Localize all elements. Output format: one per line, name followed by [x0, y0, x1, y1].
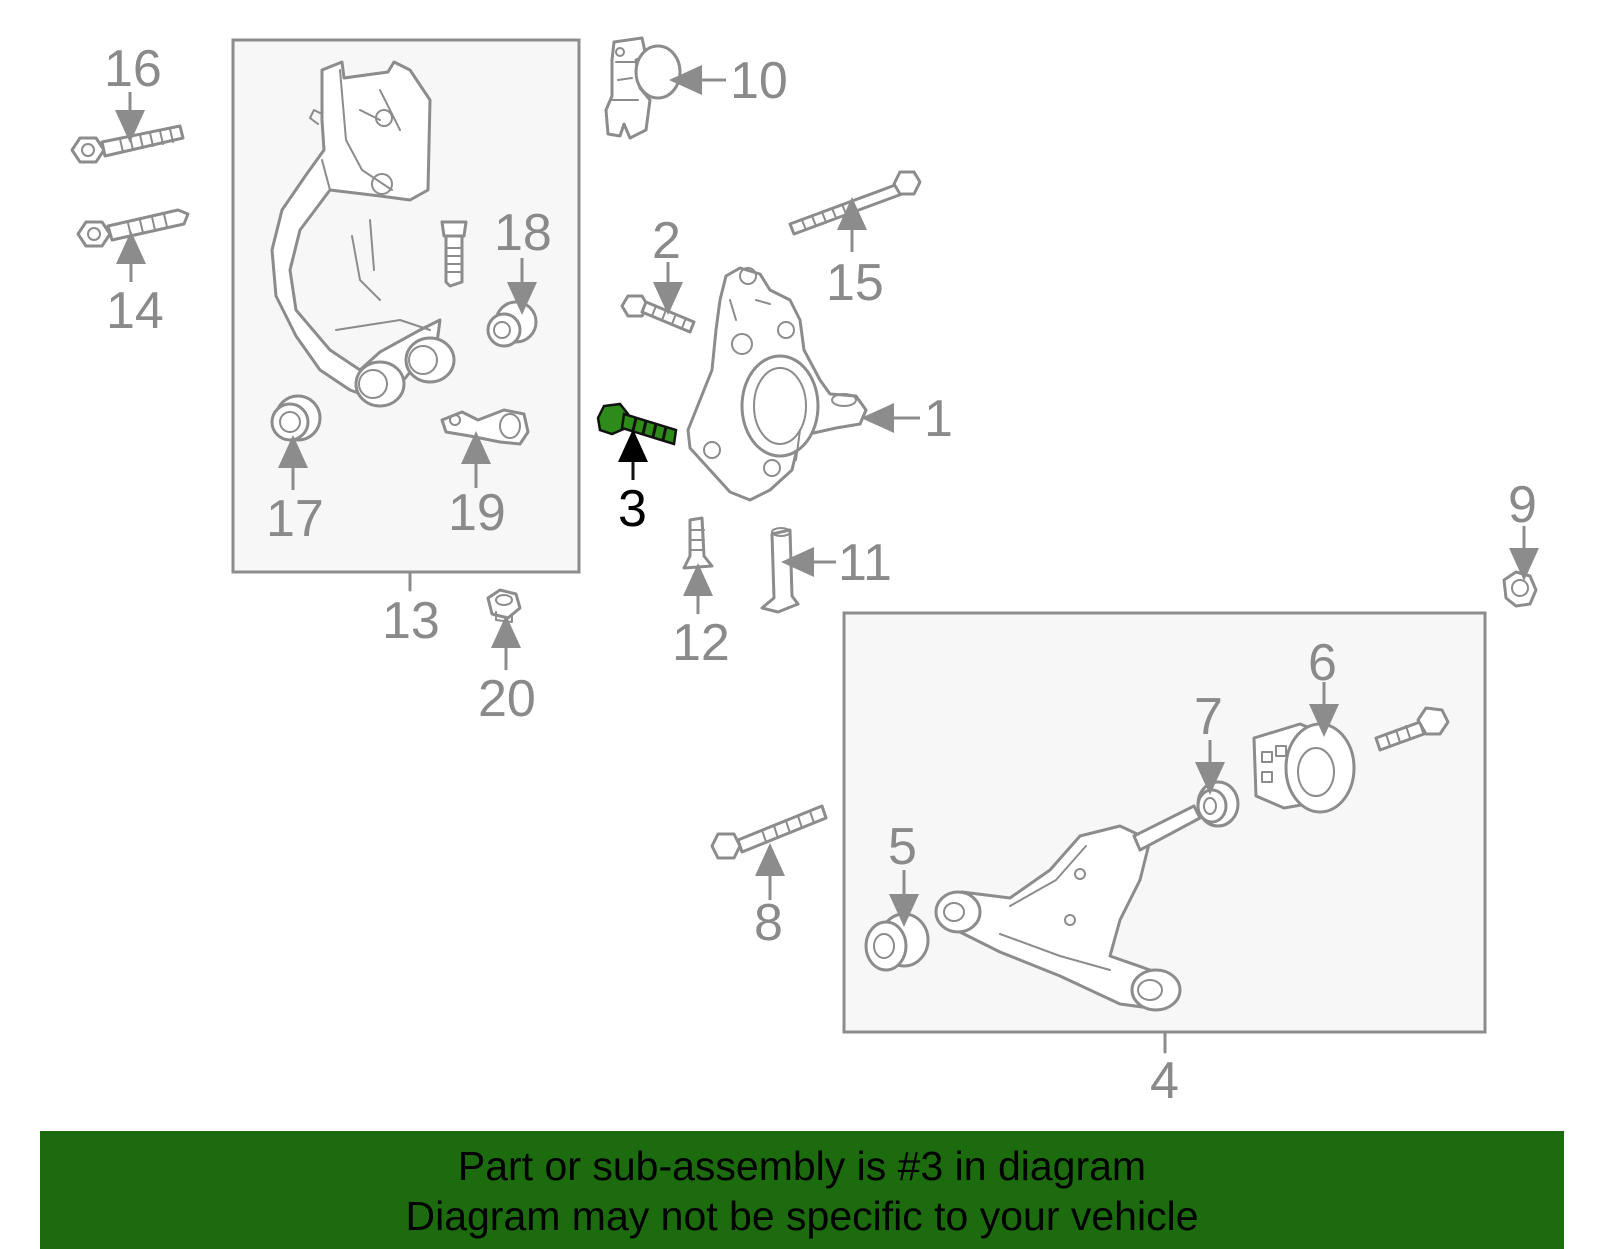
callout-labels: 1 2 3 4 5 6 7 8 9 10 11 12 13 14 15 16 1… [104, 40, 1537, 1110]
part-15-bolt[interactable] [788, 170, 922, 236]
callout-2: 2 [652, 212, 681, 270]
part-11-pin[interactable] [760, 527, 800, 614]
callout-19: 19 [448, 484, 506, 542]
callout-15: 15 [826, 254, 884, 312]
part-9-nut[interactable] [1502, 570, 1538, 608]
part-6-bushing[interactable] [1252, 722, 1356, 814]
part-6-bolt [1374, 706, 1450, 752]
info-banner: Part or sub-assembly is #3 in diagram Di… [40, 1131, 1564, 1249]
callout-6: 6 [1308, 634, 1337, 692]
part-20-nut[interactable] [486, 588, 522, 623]
part-13-stud [440, 220, 468, 288]
callout-4: 4 [1150, 1052, 1179, 1110]
callout-3: 3 [618, 480, 647, 538]
part-10-ball-joint[interactable] [604, 36, 682, 140]
callout-17: 17 [266, 490, 324, 548]
callout-12: 12 [672, 614, 730, 672]
banner-line-1: Part or sub-assembly is #3 in diagram [457, 1143, 1147, 1189]
callout-7: 7 [1194, 688, 1223, 746]
callout-13: 13 [382, 592, 440, 650]
callout-8: 8 [754, 894, 783, 952]
callout-10: 10 [730, 52, 788, 110]
callout-11: 11 [838, 534, 892, 592]
part-3-bolt-highlighted[interactable] [596, 402, 678, 446]
part-7-washer[interactable] [1196, 780, 1240, 828]
part-4-control-arm[interactable] [934, 804, 1202, 1012]
part-2-bolt[interactable] [620, 294, 696, 334]
part-13-knuckle-assembly [270, 60, 456, 408]
part-12-screw[interactable] [682, 516, 714, 570]
callout-14: 14 [106, 282, 164, 340]
banner-line-2: Diagram may not be specific to your vehi… [405, 1193, 1199, 1239]
callout-5: 5 [888, 818, 917, 876]
part-14-bolt[interactable] [76, 208, 190, 248]
part-16-bolt[interactable] [70, 124, 185, 164]
callout-18: 18 [494, 204, 552, 262]
callout-1: 1 [924, 390, 953, 448]
diagram-canvas: 1 2 3 4 5 6 7 8 9 10 11 12 13 14 15 16 1… [70, 36, 1539, 1110]
part-17-bushing[interactable] [270, 394, 322, 442]
part-18-bushing[interactable] [486, 300, 538, 348]
callout-9: 9 [1508, 476, 1537, 534]
callout-20: 20 [478, 670, 536, 728]
callout-16: 16 [104, 40, 162, 98]
part-1-steering-knuckle[interactable] [686, 266, 868, 502]
part-8-bolt[interactable] [710, 804, 828, 860]
